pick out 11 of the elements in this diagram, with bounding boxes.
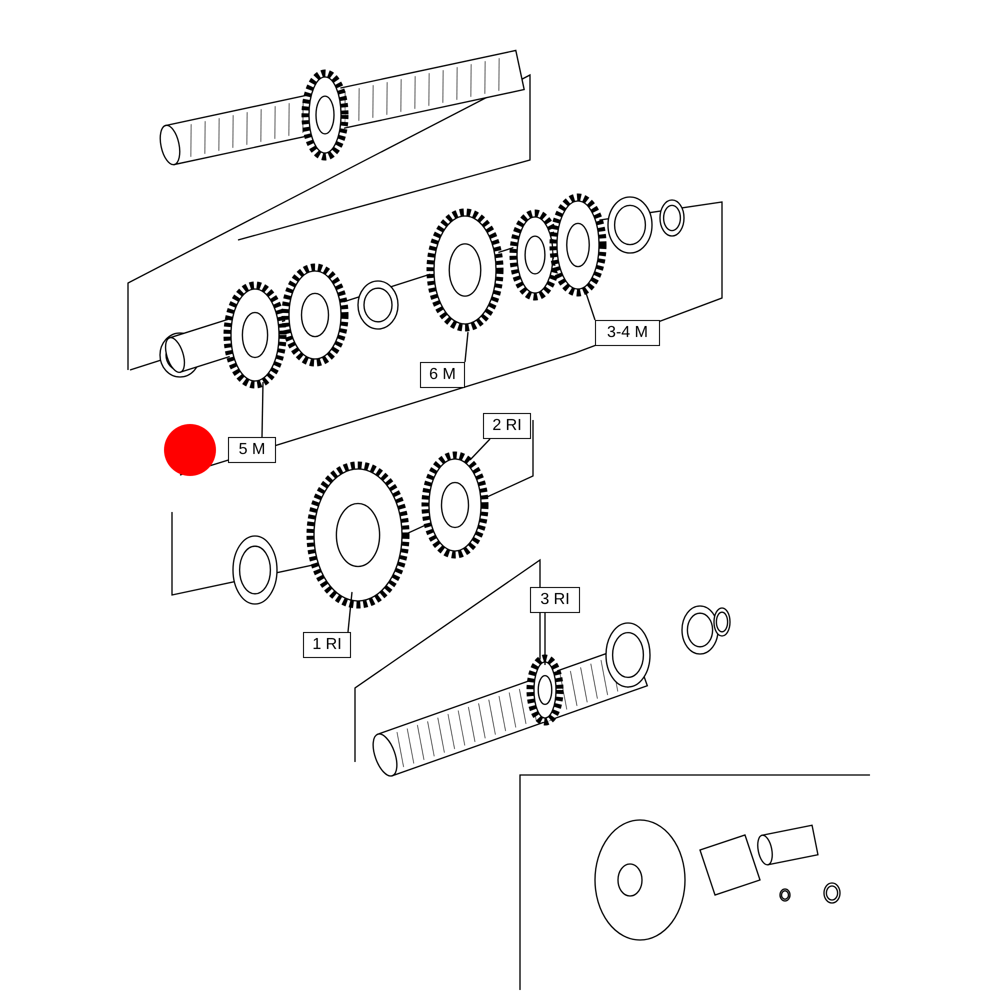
callout-label: 2 RI (483, 413, 531, 439)
leader-line (464, 332, 469, 362)
callout-label: 1 RI (303, 632, 351, 658)
callout-label: 6 M (420, 362, 465, 388)
callout-label: 3 RI (530, 587, 580, 613)
callout-label: 3-4 M (595, 320, 660, 346)
callout-label: 5 M (228, 437, 276, 463)
leader-line (470, 438, 490, 460)
leader-line (261, 382, 264, 438)
leader-line (544, 613, 546, 665)
leader-line (347, 592, 353, 632)
